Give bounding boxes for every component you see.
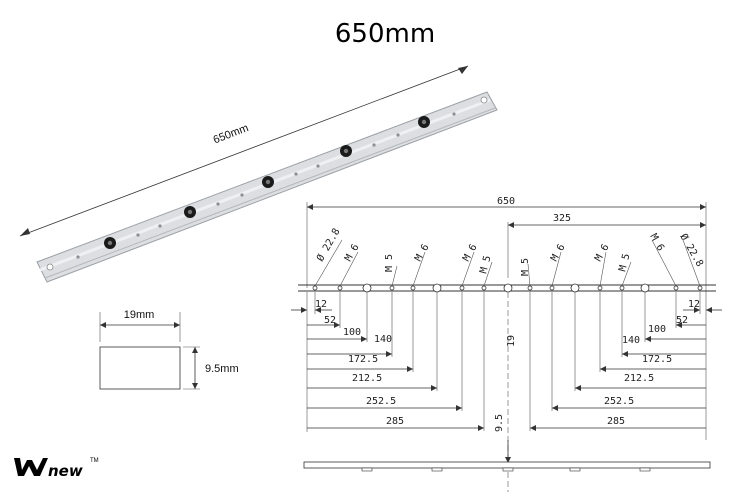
hole-label: M 5 <box>384 254 395 272</box>
photo-length-label: 650mm <box>212 122 251 146</box>
page-title: 650mm <box>335 19 435 49</box>
rail-holes <box>312 283 703 293</box>
photo-arrow-left <box>20 228 30 236</box>
bar-end-hole-left <box>46 263 54 271</box>
right-dim: 252.5 <box>604 396 634 407</box>
right-dims: 12 52 100 140 172.5 212.5 252.5 285 <box>604 299 700 427</box>
logo-w-mark <box>14 458 48 476</box>
technical-drawing: 650 325 <box>291 196 722 492</box>
right-dim: 212.5 <box>624 373 654 384</box>
logo-text: new <box>48 462 83 480</box>
half-dim: 325 <box>553 213 571 224</box>
center-height-dim: 19 <box>506 335 517 347</box>
brand-logo: new TM <box>14 458 99 480</box>
left-dim: 140 <box>374 334 392 345</box>
hole-label: M 5 <box>617 252 632 272</box>
left-dim: 52 <box>324 315 336 326</box>
right-dim: 140 <box>622 335 640 346</box>
bar-small-holes <box>76 112 456 259</box>
bar-end-hole-right <box>480 96 488 104</box>
bar-shade <box>44 107 496 279</box>
right-dim-lines <box>529 292 722 431</box>
hole-label: M 5 <box>478 254 493 274</box>
overall-dim: 650 <box>497 196 515 207</box>
rail-side-view <box>303 461 711 472</box>
cross-height-label: 9.5mm <box>205 363 239 375</box>
photo-length-line <box>19 65 469 237</box>
hole-label: M 6 <box>549 242 568 263</box>
right-dim: 100 <box>648 324 666 335</box>
photo-arrow-right <box>458 66 468 74</box>
right-dim: 285 <box>607 416 625 427</box>
right-dim: 52 <box>676 315 688 326</box>
hole-label: M 6 <box>343 242 362 263</box>
cross-rect <box>99 346 181 390</box>
right-dim: 172.5 <box>642 354 672 365</box>
left-dim: 100 <box>343 327 361 338</box>
hole-label: M 6 <box>461 242 480 263</box>
left-dim: 12 <box>315 299 327 310</box>
left-dim: 212.5 <box>352 373 382 384</box>
logo-tm: TM <box>90 458 99 464</box>
cross-section: 19mm 9.5mm <box>99 309 239 390</box>
left-dim-lines <box>291 292 485 432</box>
right-dim: 12 <box>688 299 700 310</box>
hole-label: M 6 <box>647 232 666 253</box>
hole-leaders <box>314 239 701 287</box>
left-dim: 252.5 <box>366 396 396 407</box>
hole-label: M 6 <box>593 242 612 263</box>
hole-label: M 5 <box>520 258 531 276</box>
left-dim: 172.5 <box>348 354 378 365</box>
hole-labels: Ø 22.8 M 6 M 5 M 6 M 6 M 5 M 5 M 6 M 6 M… <box>314 226 706 276</box>
hole-label: Ø 22.8 <box>314 226 342 263</box>
bar-knobs <box>104 116 430 249</box>
cross-width-label: 19mm <box>124 309 155 321</box>
hole-label: M 6 <box>413 242 432 263</box>
thickness-dim: 9.5 <box>494 414 505 432</box>
left-dim: 285 <box>386 416 404 427</box>
left-dims: 12 52 100 140 172.5 212.5 252.5 285 <box>315 299 404 427</box>
